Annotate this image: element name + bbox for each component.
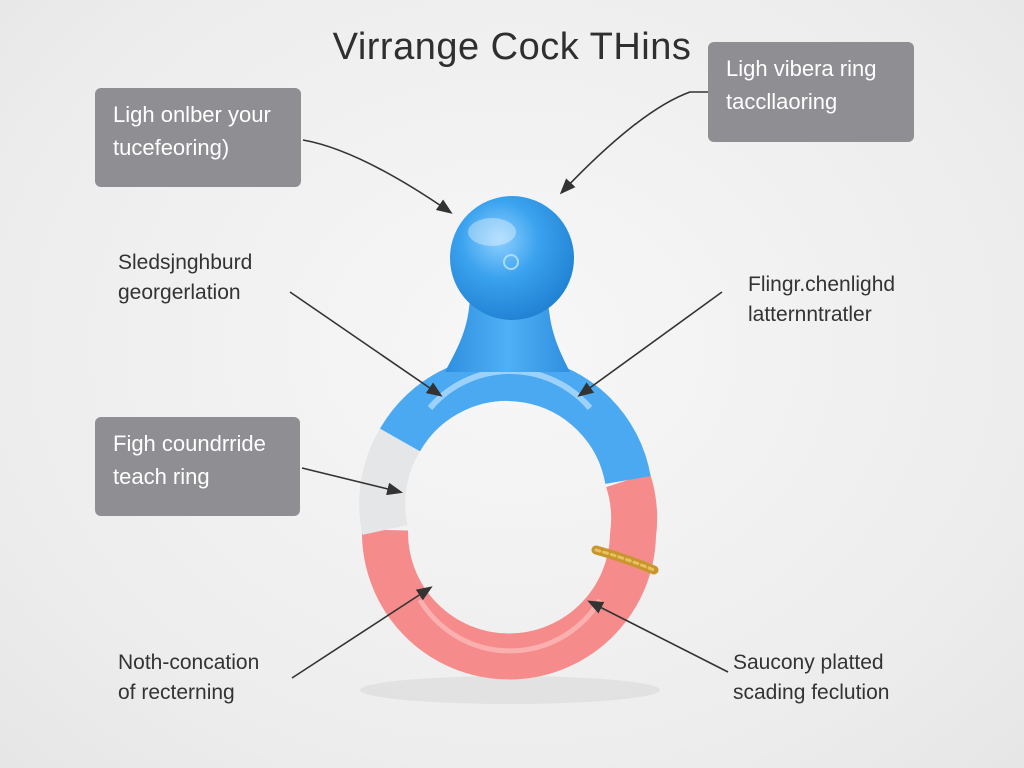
ring-highlight-pink xyxy=(417,598,603,654)
ring-segment-pink xyxy=(361,472,658,680)
callout-top-left: Ligh onlber your tucefeoring) xyxy=(95,88,301,187)
callout-line: teach ring xyxy=(113,464,210,489)
callout-bottom-right: Saucony platted scading feclution xyxy=(733,648,889,708)
callout-line: georgerlation xyxy=(118,281,241,304)
callout-line: Flingr.chenlighd xyxy=(748,273,896,296)
callout-line: Saucony platted xyxy=(733,651,884,674)
leader-top-left xyxy=(302,139,453,214)
leader-mid-right xyxy=(577,291,723,397)
callout-line: Noth-concation xyxy=(118,651,260,674)
callout-line: Figh coundrride xyxy=(113,431,266,456)
callout-mid-left: Sledsjnghburd georgerlation xyxy=(118,248,252,308)
callout-line: Sledsjnghburd xyxy=(118,251,253,274)
leader-mid-left xyxy=(289,291,443,397)
bulb-button xyxy=(503,254,519,270)
callout-line: taccllaoring xyxy=(726,89,838,114)
ring-shadow xyxy=(360,676,660,704)
leader-bottom-left xyxy=(291,586,433,679)
callout-line: latternntratler xyxy=(748,303,872,326)
leader-lines xyxy=(289,91,729,679)
leader-bottom-right xyxy=(587,600,729,673)
callout-top-right: Ligh vibera ring taccllaoring xyxy=(708,42,914,142)
callout-mid-right: Flingr.chenlighd latternntratler xyxy=(748,270,895,330)
callout-line: tucefeoring) xyxy=(113,135,230,160)
callout-line: of recterning xyxy=(118,681,235,704)
callout-line: scading feclution xyxy=(733,681,890,704)
callout-bottom-left: Noth-concation of recterning xyxy=(118,648,259,708)
diagram-title: Virrange Cock THins xyxy=(332,26,692,68)
callout-lower-left: Figh coundrride teach ring xyxy=(95,417,300,516)
callout-line: Ligh vibera ring xyxy=(726,56,877,81)
ring-body xyxy=(359,355,658,680)
callout-line: Ligh onlber your xyxy=(113,102,271,127)
leader-top-right xyxy=(559,91,708,195)
gold-band xyxy=(591,545,659,575)
bulb-highlight xyxy=(468,218,516,246)
leader-lower-left xyxy=(301,467,404,496)
ring-segment-blue xyxy=(380,355,651,485)
ring-segment-clear xyxy=(359,428,421,535)
vibrator-bulb xyxy=(450,196,574,320)
